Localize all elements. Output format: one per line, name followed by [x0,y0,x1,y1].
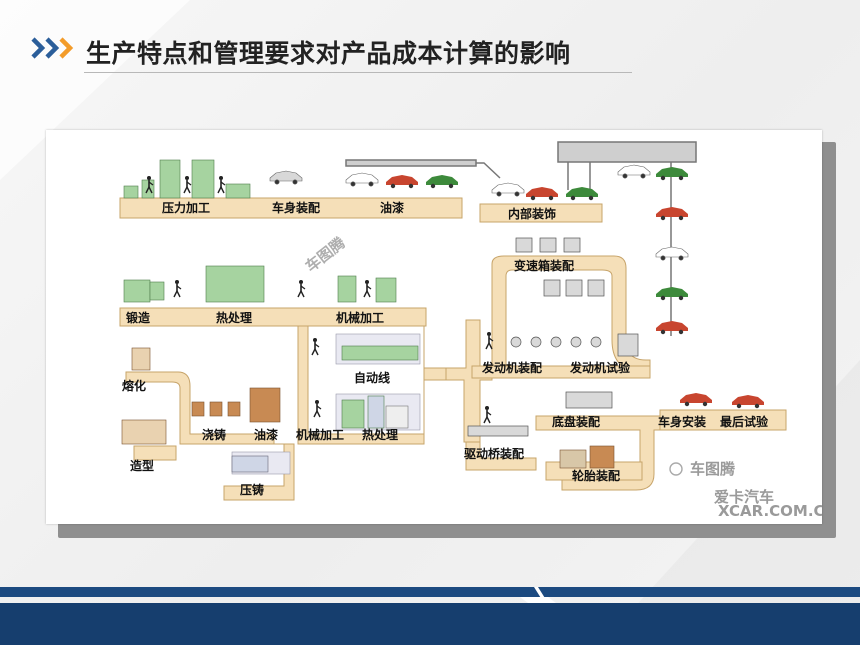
gearbox-icons [467,237,639,437]
logo-url-watermark: XCAR.COM.CN [718,502,822,520]
chevron-arrows-icon [31,37,74,59]
label-engine-test: 发动机试验 [569,360,631,375]
logo-watermark-text: 爱卡汽车 [714,488,774,506]
overhead-rails [345,141,697,336]
machine-icons [123,159,419,473]
label-auto-line: 自动线 [354,370,390,385]
label-engine-assembly: 发动机装配 [481,360,542,375]
label-final-test: 最后试验 [720,414,769,429]
label-chassis: 底盘装配 [552,414,600,429]
label-machining-bottom: 机械加工 [296,427,344,442]
footer-band [0,587,860,645]
brand-watermark-text: 车图腾 [690,460,736,478]
label-casting: 浇铸 [202,427,226,442]
label-press: 压力加工 [162,200,210,215]
label-gearbox: 变速箱装配 [514,258,574,273]
label-die-casting: 压铸 [240,482,264,497]
label-melting: 熔化 [122,378,146,393]
label-axle: 驱动桥装配 [464,446,524,461]
label-paint-top: 油漆 [380,200,404,215]
label-heat-treat-top: 热处理 [216,310,252,325]
diagram-card: 车图腾 [46,130,837,524]
production-flow-diagram: 车图腾 [119,141,837,520]
label-molding: 造型 [130,458,154,473]
diagonal-watermark: 车图腾 [302,233,349,276]
watermark-logo-icon [669,462,683,476]
label-tire: 轮胎装配 [572,468,620,483]
title-divider [84,72,632,73]
label-machining-top: 机械加工 [336,310,384,325]
label-paint-bottom: 油漆 [254,427,278,442]
brand-watermark: 车图腾 爱卡汽车 XCAR.COM.CN [669,460,837,520]
slide-title: 生产特点和管理要求对产品成本计算的影响 [86,39,571,68]
furnace-icons [121,347,615,469]
label-interior: 内部装饰 [508,206,556,221]
slide-header: 生产特点和管理要求对产品成本计算的影响 [30,32,634,73]
label-heat-treat-bottom: 热处理 [362,427,398,442]
label-body-assembly: 车身装配 [272,200,320,215]
station-labels: 压力加工 车身装配 油漆 内部装饰 锻造 热处理 机械加工 自动线 熔化 造型 … [122,200,769,497]
label-forging: 锻造 [126,310,151,325]
conveyor-paths [119,197,787,501]
label-body-install: 车身安装 [658,414,706,429]
